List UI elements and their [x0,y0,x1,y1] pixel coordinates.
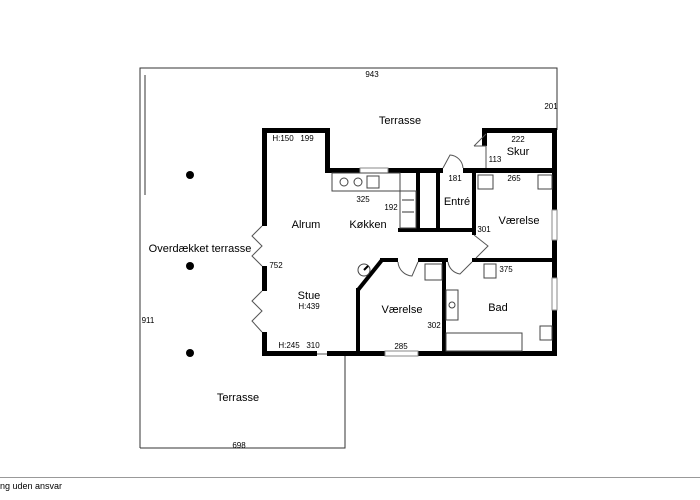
label-overdaekket-terrasse: Overdækket terrasse [149,243,252,255]
terrace-posts [186,171,194,357]
doors [251,133,489,355]
footer-disclaimer: ng uden ansvar [0,481,63,491]
dim-left-depth: 911 [142,316,155,325]
label-terrasse-bottom: Terrasse [217,392,259,404]
floor-plan: Terrasse Skur Entré Alrum Køkken Værelse… [139,67,559,450]
dim-hall-d: 301 [477,225,491,234]
label-bad: Bad [488,302,508,314]
fixtures [331,172,553,352]
post [186,171,194,179]
label-kokken: Køkken [349,219,386,231]
terrace-outline [139,67,558,449]
label-alrum: Alrum [292,219,321,231]
post [186,262,194,270]
dim-entre-w: 181 [448,174,462,183]
dim-vaerelse-d: 302 [427,321,441,330]
dim-vaerelse-w: 265 [507,174,521,183]
dim-bad-w: 375 [499,265,513,274]
dim-bottom-width: 698 [232,441,246,450]
room-labels: Terrasse Skur Entré Alrum Køkken Værelse… [149,115,540,404]
dim-stue-w: 310 [306,341,320,350]
footer-divider [0,477,700,478]
dim-kitchen-d: 192 [384,203,398,212]
dim-alrum-small: 199 [300,134,314,143]
dim-stue-h: H:439 [298,302,320,311]
label-skur: Skur [507,146,530,158]
dim-right-edge: 201 [544,102,558,111]
post [186,349,194,357]
dim-kitchen-w: 325 [356,195,370,204]
dim-skur-w: 222 [511,135,525,144]
dim-height-150: H:150 [272,134,294,143]
label-terrasse-top: Terrasse [379,115,421,127]
dim-vaerelse-bottom: 285 [394,342,408,351]
dim-top-width: 943 [365,70,379,79]
walls [262,128,557,356]
dim-h245: H:245 [278,341,300,350]
dim-living-d: 752 [269,261,283,270]
label-vaerelse-mid: Værelse [382,304,423,316]
label-vaerelse-right: Værelse [499,215,540,227]
label-entre: Entré [444,196,470,208]
windows [359,167,558,357]
dim-skur-d: 113 [489,155,502,164]
dimension-labels: 943 201 H:150 199 222 113 181 265 325 19… [142,70,559,450]
label-stue: Stue [298,290,321,302]
